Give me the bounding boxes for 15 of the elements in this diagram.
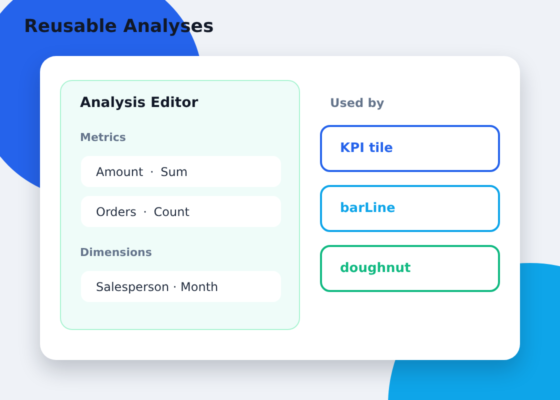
usage-card (320, 245, 500, 292)
usage-card (320, 185, 500, 232)
section-label: Metrics (80, 130, 126, 145)
panel-heading: Analysis Editor (80, 94, 198, 112)
editor-panel (60, 80, 300, 330)
item-text: Salesperson · Month (96, 278, 218, 294)
usage-name: doughnut (340, 260, 411, 277)
section-label: Dimensions (80, 245, 152, 260)
usage-name: KPI tile (340, 140, 393, 157)
item-text: Amount · Sum (96, 164, 188, 180)
item-text: Orders · Count (96, 204, 190, 220)
content-card (40, 56, 520, 360)
usage-name: barLine (340, 200, 396, 217)
usage-card (320, 125, 500, 172)
section-label: Used by (330, 95, 384, 111)
